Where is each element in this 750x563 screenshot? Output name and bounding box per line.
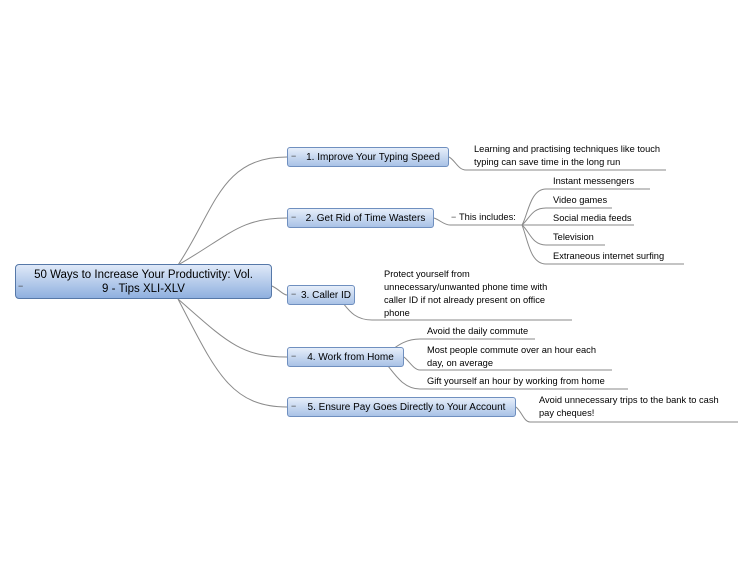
topic-ensure-pay-direct[interactable]: 5. Ensure Pay Goes Directly to Your Acco…	[287, 397, 516, 417]
central-topic-label: 50 Ways to Increase Your Productivity: V…	[34, 268, 253, 295]
topic-label: 5. Ensure Pay Goes Directly to Your Acco…	[307, 401, 506, 413]
topic-label: 1. Improve Your Typing Speed	[306, 151, 440, 163]
topic-label: 2. Get Rid of Time Wasters	[305, 212, 426, 224]
waster-internet-surfing[interactable]: Extraneous internet surfing	[553, 251, 665, 261]
waster-television[interactable]: Television	[553, 232, 594, 242]
subtopic-pay-note[interactable]: Avoid unnecessary trips to the bank to c…	[539, 395, 719, 418]
topic-work-from-home[interactable]: 4. Work from Home	[287, 347, 404, 367]
collapse-icon[interactable]: −	[451, 212, 457, 222]
waster-social-media-feeds[interactable]: Social media feeds	[553, 213, 632, 223]
subtopic-caller-id-note[interactable]: Protect yourself from unnecessary/unwant…	[384, 269, 548, 318]
collapse-icon[interactable]: −	[291, 289, 297, 299]
waster-instant-messengers[interactable]: Instant messengers	[553, 176, 635, 186]
subtopic-commute-average[interactable]: Most people commute over an hour each da…	[427, 345, 596, 368]
collapse-icon[interactable]: −	[291, 212, 297, 222]
subtopic-typing-note[interactable]: Learning and practising techniques like …	[474, 144, 661, 167]
topic-get-rid-of-time-wasters[interactable]: 2. Get Rid of Time Wasters	[287, 208, 434, 228]
waster-video-games[interactable]: Video games	[553, 195, 608, 205]
topic-improve-typing-speed[interactable]: 1. Improve Your Typing Speed	[287, 147, 449, 167]
central-topic[interactable]: 50 Ways to Increase Your Productivity: V…	[15, 264, 272, 299]
topic-label: 3. Caller ID	[300, 289, 351, 301]
collapse-icon[interactable]: −	[18, 281, 24, 291]
subtopic-gift-an-hour[interactable]: Gift yourself an hour by working from ho…	[427, 376, 605, 386]
subtopic-avoid-commute[interactable]: Avoid the daily commute	[427, 326, 529, 336]
topic-label: 4. Work from Home	[307, 351, 394, 363]
collapse-icon[interactable]: −	[291, 151, 297, 161]
topic-caller-id[interactable]: 3. Caller ID	[287, 285, 355, 305]
collapse-icon[interactable]: −	[291, 401, 297, 411]
subtopic-this-includes[interactable]: This includes:	[459, 212, 516, 222]
collapse-icon[interactable]: −	[291, 351, 297, 361]
